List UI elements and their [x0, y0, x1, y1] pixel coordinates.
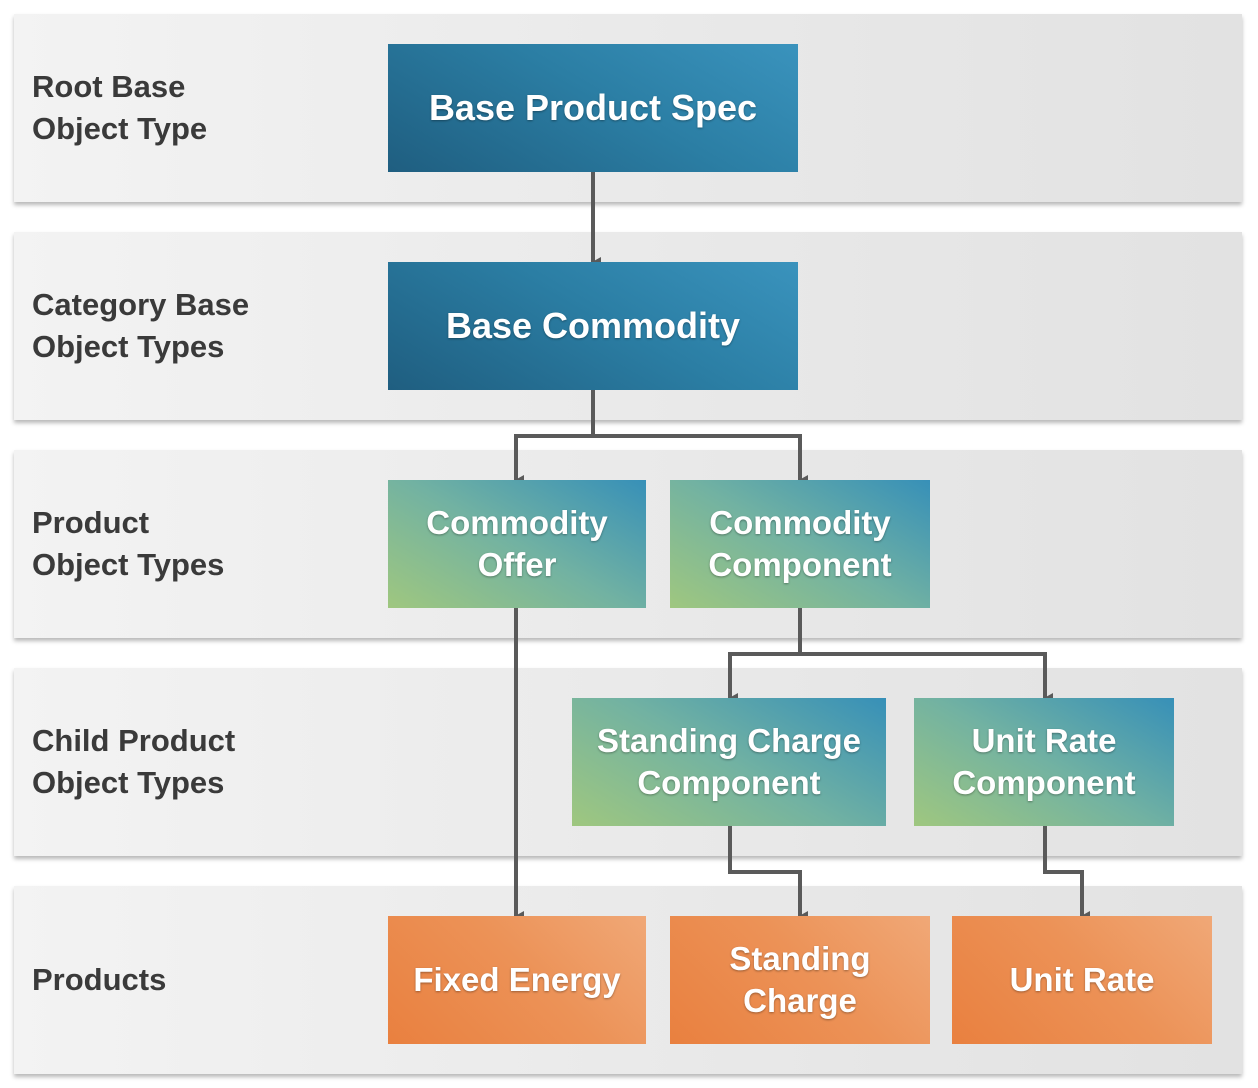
node-standing-charge-component: Standing Charge Component [572, 698, 886, 826]
band-label-category-base: Category Base Object Types [32, 287, 250, 364]
connector-commodity-to-component [593, 434, 808, 485]
connector-commodity-to-offer [514, 390, 595, 485]
connector-unit-rate-component-to-unit-rate [1043, 826, 1090, 921]
band-label-products: Products [32, 962, 167, 997]
node-unit-rate: Unit Rate [952, 916, 1212, 1044]
node-commodity-offer: Commodity Offer [388, 480, 646, 608]
node-commodity-component: Commodity Component [670, 480, 930, 608]
node-standing-charge: Standing Charge [670, 916, 930, 1044]
connector-component-to-unit-rate-component [800, 652, 1053, 703]
band-label-root-base: Root Base Object Type [32, 69, 208, 146]
node-fixed-energy: Fixed Energy [388, 916, 646, 1044]
band-label-child-product: Child Product Object Types [32, 723, 236, 800]
node-base-commodity: Base Commodity [388, 262, 798, 390]
connector-standing-charge-component-to-standing-charge [728, 826, 808, 921]
band-label-product: Product Object Types [32, 505, 225, 582]
connector-component-to-standing-charge-component [728, 608, 802, 703]
node-unit-rate-component: Unit Rate Component [914, 698, 1174, 826]
node-base-product-spec: Base Product Spec [388, 44, 798, 172]
